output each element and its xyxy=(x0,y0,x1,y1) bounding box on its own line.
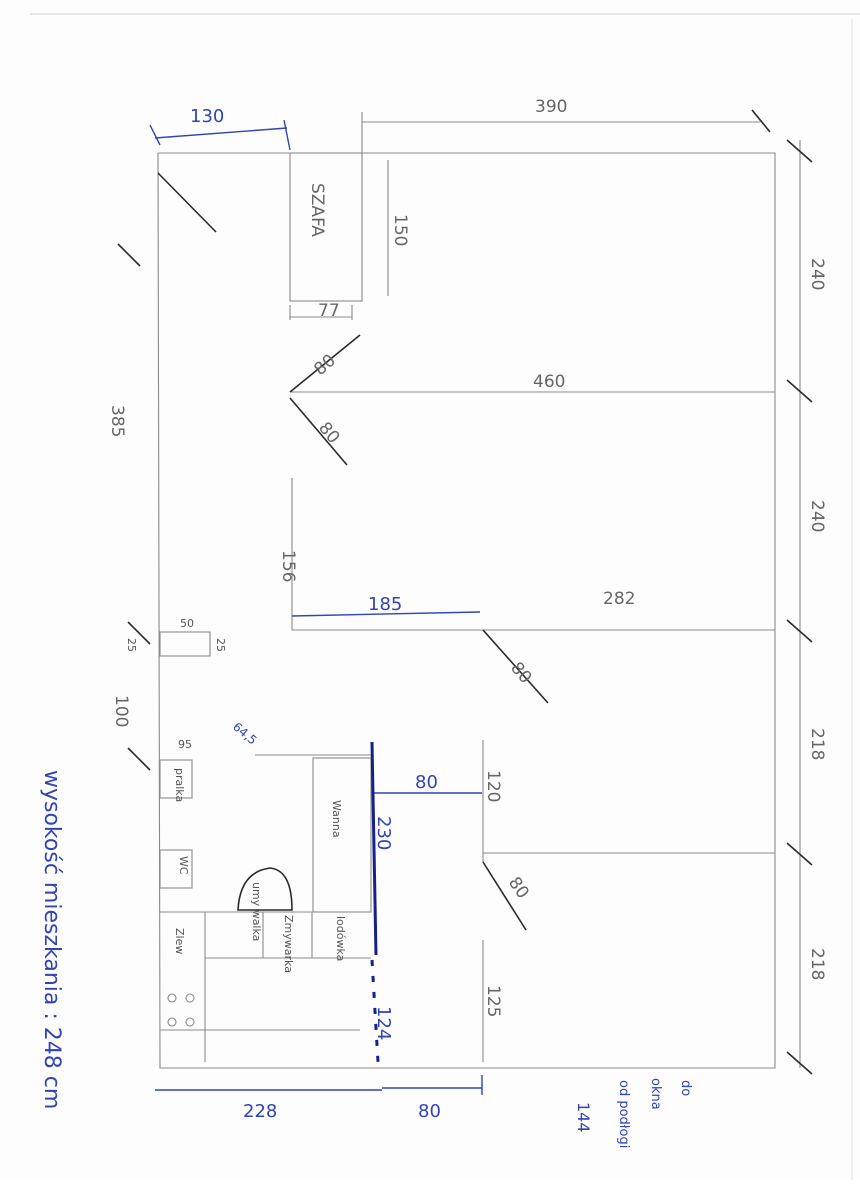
fridge-label: lodówka xyxy=(334,916,347,961)
window-note-1: do xyxy=(678,1080,693,1096)
dim-80d-label: 80 xyxy=(504,873,533,902)
blue-annotations: 130 185 80 230 124 228 80 64,5 wysokość … xyxy=(39,106,693,1148)
dim-130-tick-a xyxy=(149,124,161,146)
burner-icon xyxy=(185,1017,195,1027)
dim-230-label: 230 xyxy=(373,816,394,850)
dim-228-label: 228 xyxy=(243,1101,277,1122)
door-room-4 xyxy=(482,861,527,931)
door-hall-lower xyxy=(289,397,348,466)
washer-label: pralka xyxy=(173,768,186,802)
window-note-3: od podłogi xyxy=(616,1080,631,1148)
door-entry xyxy=(157,172,217,233)
dim-385-label: 385 xyxy=(107,405,127,437)
bath-wall-230 xyxy=(370,741,378,956)
dim-25b-label: 25 xyxy=(214,638,227,652)
dim-top: 390 460 282 xyxy=(361,97,771,609)
dim-right-tick-3 xyxy=(786,619,813,643)
wc-label: WC xyxy=(177,856,190,875)
dim-150-label: 150 xyxy=(390,214,410,246)
dishwasher-label: Zmywarka xyxy=(282,915,295,973)
dim-156-label: 156 xyxy=(278,550,298,582)
dim-right: 240 240 218 218 xyxy=(786,139,827,1075)
dim-80-label: 80 xyxy=(415,772,438,793)
dim-80-bottom-label: 80 xyxy=(418,1101,441,1122)
dim-218b-label: 218 xyxy=(807,948,827,980)
window-note-4: 144 xyxy=(574,1102,593,1133)
dim-385-tick-b xyxy=(127,621,151,645)
dim-right-tick-1 xyxy=(786,139,813,163)
walls xyxy=(157,152,776,1069)
door-swings: 80 80 80 80 xyxy=(157,172,549,931)
wardrobe-box xyxy=(289,152,363,302)
wall-124 xyxy=(370,959,380,1063)
burner-icon xyxy=(185,993,195,1003)
door-room-3 xyxy=(482,629,549,704)
dim-100-tick xyxy=(127,747,151,771)
washer-box xyxy=(159,759,193,799)
dim-130-label: 130 xyxy=(190,106,224,127)
dim-390-label: 390 xyxy=(535,97,567,117)
wardrobe-label: SZAFA xyxy=(307,183,327,237)
height-note: wysokość mieszkania : 248 cm xyxy=(39,770,64,1109)
outer-wall xyxy=(157,152,776,1069)
niche-box xyxy=(159,631,211,657)
dim-124-label: 124 xyxy=(373,1006,394,1040)
wardrobe: SZAFA 77 150 xyxy=(289,152,410,321)
dim-185-line xyxy=(291,611,481,617)
dim-240b-label: 240 xyxy=(807,500,827,532)
dim-right-tick-2 xyxy=(786,379,813,403)
dim-120-label: 120 xyxy=(483,770,503,802)
dim-460-label: 460 xyxy=(533,372,565,392)
dim-390-tick-b xyxy=(751,109,771,133)
fixtures: 95 pralka WC Wanna umy walka Zlew Zmywar… xyxy=(159,738,503,1062)
dim-130-tick-b xyxy=(283,119,291,151)
dim-left: 385 156 50 25 25 100 xyxy=(107,243,298,771)
dim-right-tick-5 xyxy=(786,1051,813,1075)
dim-282-label: 282 xyxy=(603,589,635,609)
zlew-label: Zlew xyxy=(173,928,186,954)
dim-25a-label: 25 xyxy=(125,638,138,652)
window-note-2: okna xyxy=(648,1078,663,1110)
dim-185-label: 185 xyxy=(368,594,402,615)
dim-218a-label: 218 xyxy=(807,728,827,760)
dim-240a-label: 240 xyxy=(807,258,827,290)
dim-50-label: 50 xyxy=(180,617,194,630)
dim-95-label: 95 xyxy=(178,738,192,751)
dim-right-tick-4 xyxy=(786,842,813,866)
bathtub-label: Wanna xyxy=(330,800,343,838)
burner-icon xyxy=(167,993,177,1003)
dim-100-label: 100 xyxy=(111,695,131,727)
wc-box xyxy=(159,849,193,889)
dim-645-label: 64,5 xyxy=(230,720,259,748)
door-hall-upper xyxy=(289,334,361,393)
sink-shape xyxy=(237,867,293,911)
dim-125-label: 125 xyxy=(483,985,503,1017)
burner-icon xyxy=(167,1017,177,1027)
dim-77-label: 77 xyxy=(318,301,340,321)
dim-385-tick-a xyxy=(117,243,141,267)
dim-130-line xyxy=(154,127,288,139)
dim-80b-label: 80 xyxy=(314,418,343,447)
